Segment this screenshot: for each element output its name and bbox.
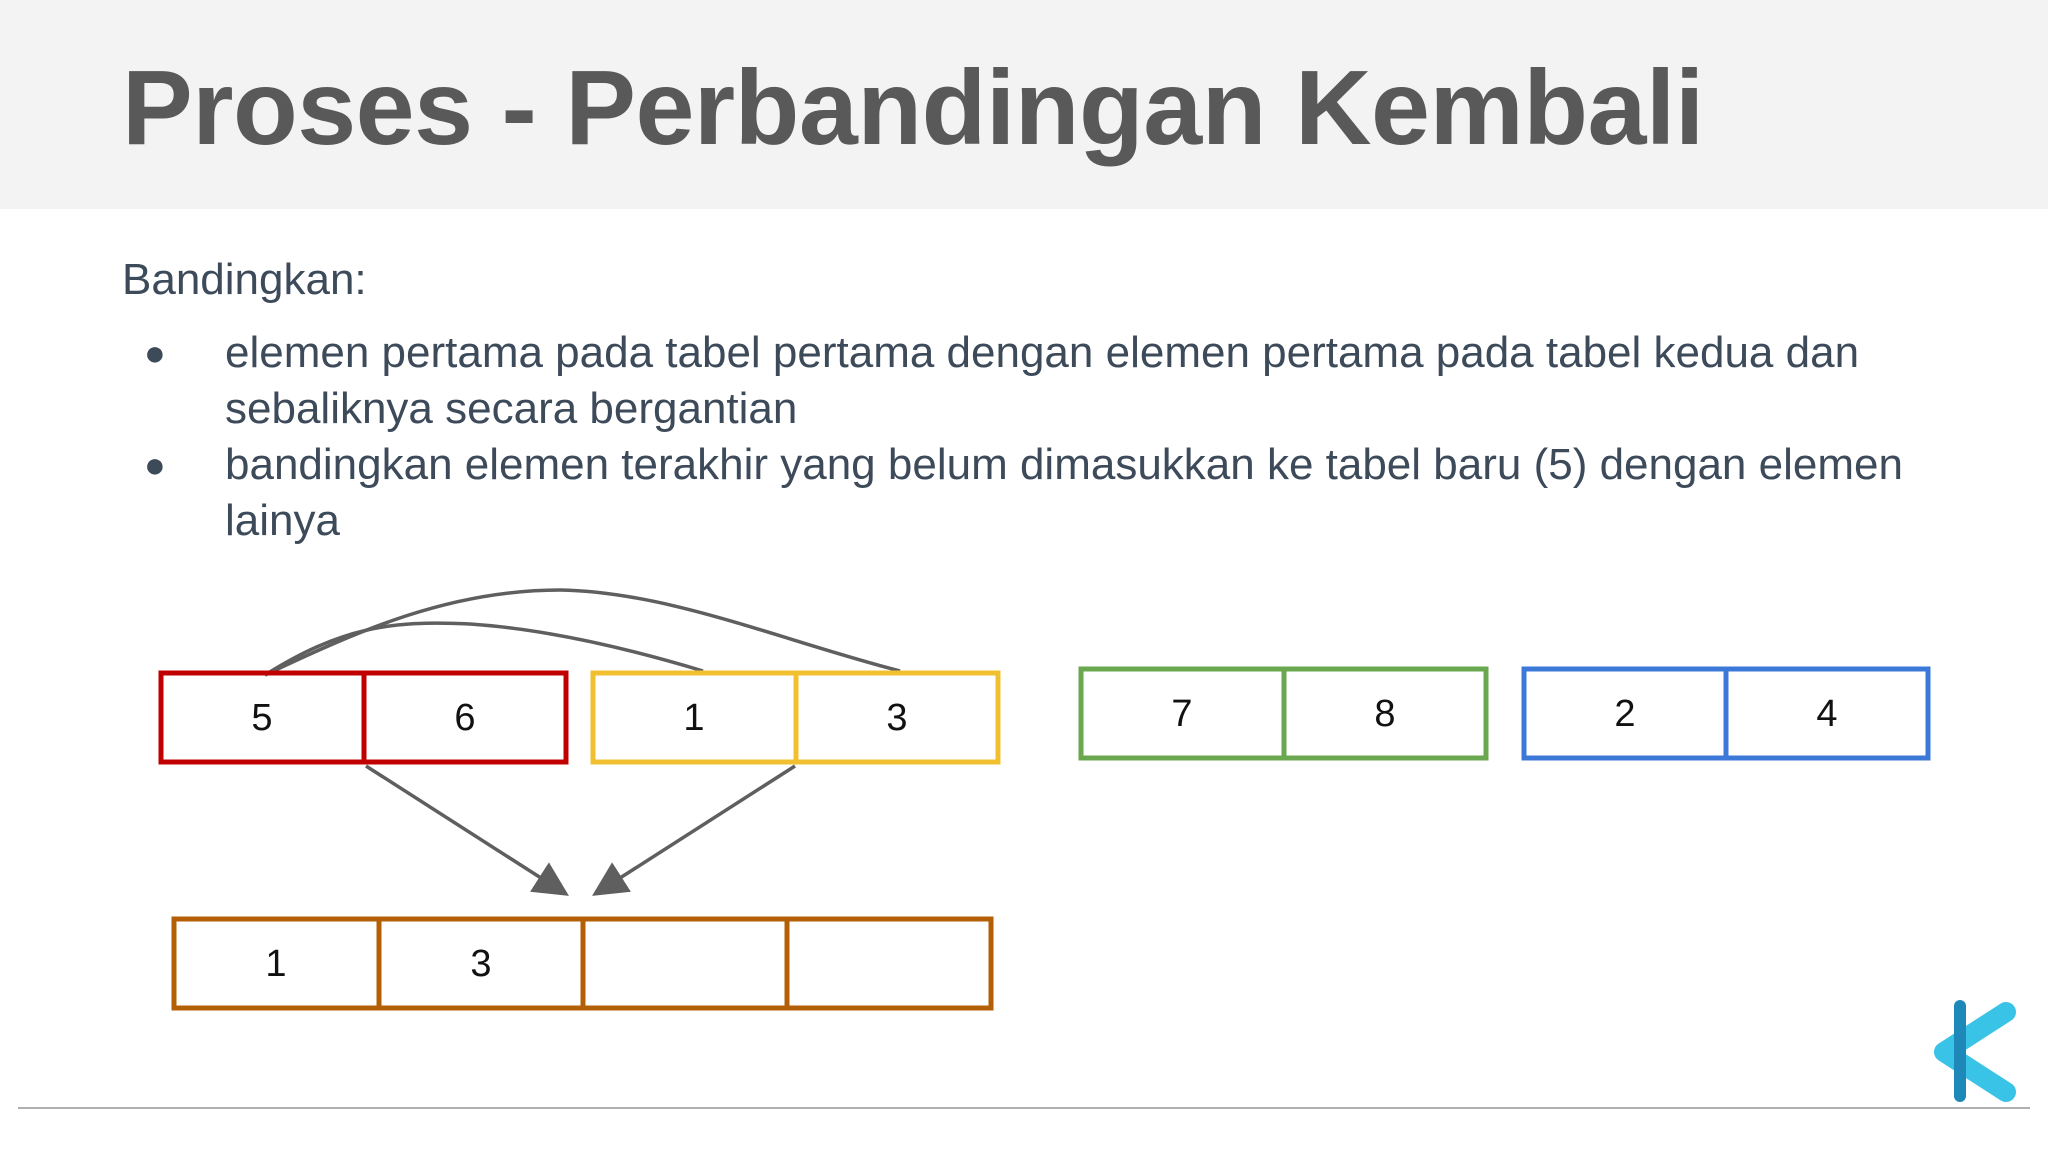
compare-arc-inner [264, 621, 704, 677]
bullet-item: ● elemen pertama pada tabel pertama deng… [122, 325, 1942, 437]
array-result-value: 3 [470, 943, 491, 985]
slide-title: Proses - Perbandingan Kembali [122, 49, 1704, 167]
array-red: 5 6 [158, 670, 569, 765]
array-blue-cell [1723, 666, 1931, 761]
bullet-item: ● bandingkan elemen terakhir yang belum … [122, 437, 1942, 549]
title-band [0, 0, 2048, 209]
brand-logo-icon [1934, 1000, 2016, 1102]
array-result-cell [580, 916, 790, 1011]
array-red-value: 6 [454, 697, 475, 739]
array-result: 1 3 [171, 916, 994, 1011]
array-yellow-value: 3 [886, 697, 907, 739]
array-green: 7 8 [1078, 666, 1489, 761]
array-yellow-cell [793, 670, 1001, 765]
array-red-cell [361, 670, 569, 765]
bullet-text: elemen pertama pada tabel pertama dengan… [225, 328, 1860, 433]
bullet-dot-icon: ● [144, 332, 166, 373]
array-red-value: 5 [251, 697, 272, 739]
array-blue-value: 2 [1614, 693, 1635, 735]
array-green-value: 8 [1374, 693, 1395, 735]
array-result-cell [784, 916, 994, 1011]
intro-text: Bandingkan: [122, 255, 367, 304]
bullet-dot-icon: ● [144, 444, 166, 485]
footer-divider [18, 1107, 2030, 1109]
array-yellow: 1 3 [590, 670, 1001, 765]
arrow-from-yellow [592, 764, 796, 896]
array-blue-value: 4 [1816, 693, 1837, 735]
array-blue: 2 4 [1521, 666, 1931, 761]
compare-arc-outer [264, 588, 901, 677]
arrow-from-red [365, 764, 569, 896]
bullet-list: ● elemen pertama pada tabel pertama deng… [122, 325, 1942, 549]
bullet-text: bandingkan elemen terakhir yang belum di… [225, 440, 1903, 545]
array-green-value: 7 [1171, 693, 1192, 735]
array-green-cell [1281, 666, 1489, 761]
array-yellow-value: 1 [683, 697, 704, 739]
array-result-value: 1 [265, 943, 286, 985]
